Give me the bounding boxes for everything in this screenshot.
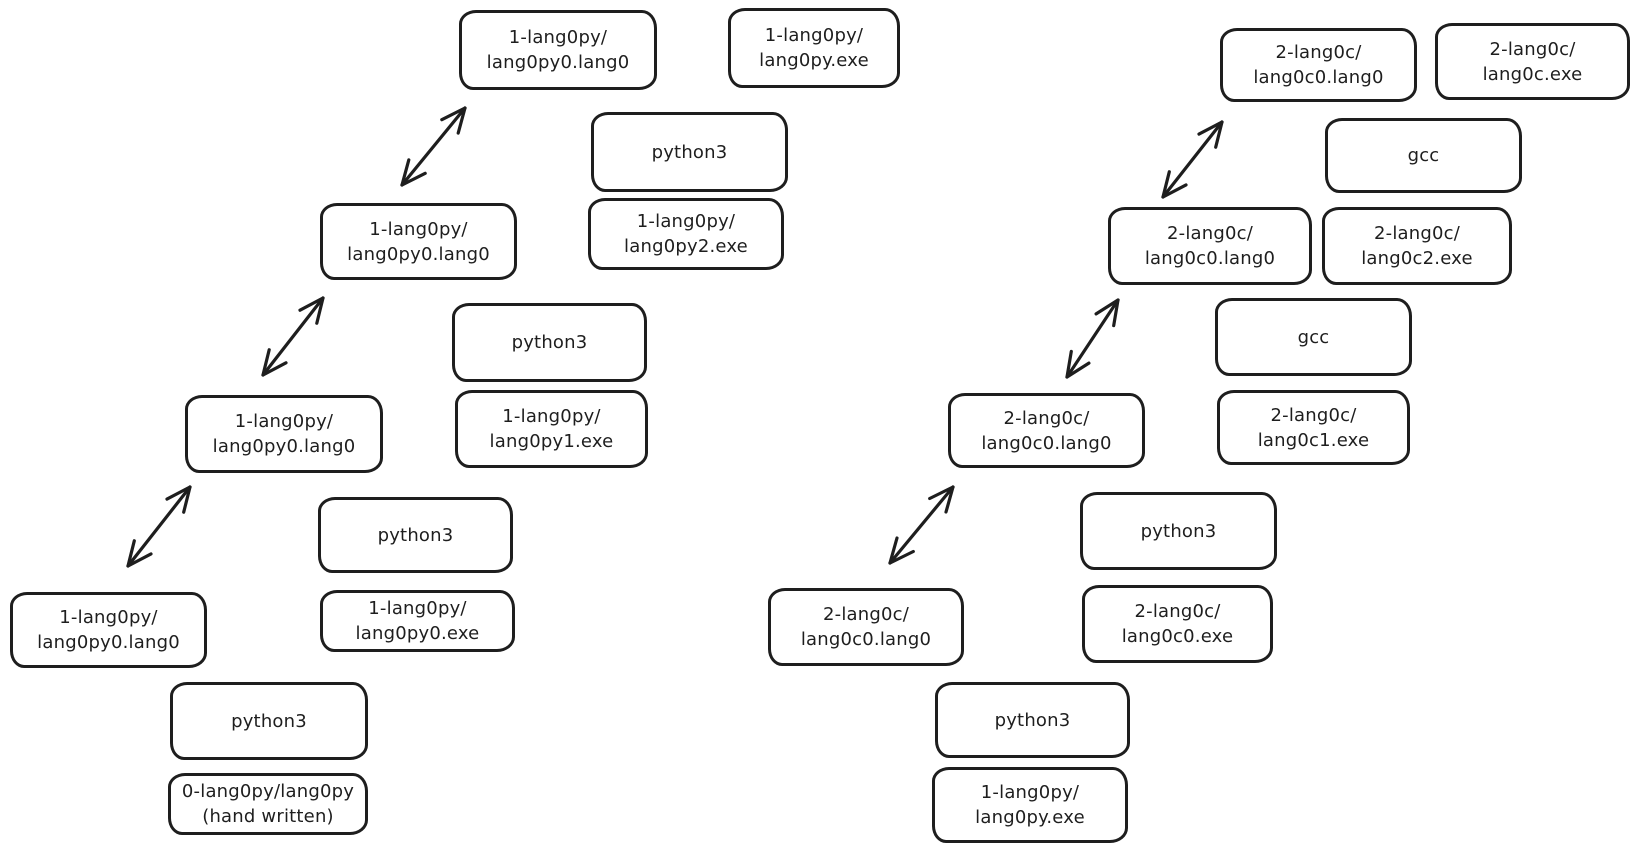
node-label-line: 2-lang0c/ <box>1373 223 1461 244</box>
node-py-exe-1: 1-lang0py/lang0py1.exe <box>455 390 648 468</box>
double-arrow-c-arrow-0-1 <box>888 485 955 565</box>
node-label-line: lang0py1.exe <box>489 431 614 452</box>
node-label-line: 0-lang0py/lang0py <box>181 781 355 802</box>
node-label-line: 2-lang0c/ <box>822 604 910 625</box>
node-label-line: 1-lang0py/ <box>368 598 467 619</box>
node-label-line: python3 <box>231 710 307 732</box>
node-c-src-step0: 2-lang0c/lang0c0.lang0 <box>768 588 964 666</box>
node-label-line: 1-lang0py/ <box>508 27 608 48</box>
node-c-src-step1: 2-lang0c/lang0c0.lang0 <box>948 393 1145 468</box>
node-py-src-step1: 1-lang0py/lang0py0.lang0 <box>185 395 383 473</box>
node-label-line: 2-lang0c/ <box>1003 407 1090 429</box>
node-py-exe-0: 1-lang0py/lang0py0.exe <box>320 590 515 652</box>
node-py-handwritten: 0-lang0py/lang0py (hand written) <box>168 773 368 835</box>
node-label-line: lang0c0.lang0 <box>800 629 932 650</box>
node-label-line: python3 <box>1140 520 1217 542</box>
node-label-line: lang0py.exe <box>759 50 869 71</box>
node-py-src-step0: 1-lang0py/lang0py0.lang0 <box>10 592 207 668</box>
node-label-line: lang0c0.lang0 <box>981 432 1112 454</box>
double-arrow-c-arrow-1-2 <box>1065 298 1120 379</box>
node-label-line: lang0py2.exe <box>624 236 748 257</box>
node-py-src-step2: 1-lang0py/lang0py0.lang0 <box>320 203 517 280</box>
node-label-line: 1-lang0py/ <box>59 607 158 628</box>
node-label-line: lang0py0.lang0 <box>486 52 630 73</box>
node-label-line: 2-lang0c/ <box>1134 601 1221 622</box>
node-label-line: 1-lang0py/ <box>369 218 468 240</box>
node-c-src-step3: 2-lang0c/lang0c0.lang0 <box>1220 28 1417 102</box>
double-arrow-py-arrow-0-1 <box>126 485 192 568</box>
node-label-line: lang0py0.lang0 <box>212 436 356 457</box>
node-label-line: 2-lang0c/ <box>1270 404 1357 426</box>
node-label-line: lang0py0.lang0 <box>37 632 180 653</box>
node-c-exe-0: 2-lang0c/lang0c0.exe <box>1082 585 1273 663</box>
node-label-line: 2-lang0c/ <box>1166 223 1254 244</box>
node-label-line: (hand written) <box>202 806 334 827</box>
node-label-line: lang0c2.exe <box>1361 248 1473 269</box>
node-c-py-exe-input: 1-lang0py/lang0py.exe <box>932 767 1128 843</box>
node-label-line: python3 <box>994 709 1071 731</box>
node-label-line: lang0c0.exe <box>1121 626 1234 647</box>
node-label-line: python3 <box>511 332 588 353</box>
node-label-line: 1-lang0py/ <box>636 211 736 232</box>
node-label-line: lang0c0.lang0 <box>1144 248 1276 269</box>
node-py-python3-step0: python3 <box>170 682 368 760</box>
double-arrow-py-arrow-2-3 <box>400 106 467 187</box>
node-py-python3-step2: python3 <box>452 303 647 382</box>
node-c-exe-final: 2-lang0c/lang0c.exe <box>1435 23 1630 100</box>
node-py-exe-final: 1-lang0py/lang0py.exe <box>728 8 900 88</box>
double-arrow-py-arrow-1-2 <box>261 296 325 377</box>
node-label-line: gcc <box>1407 145 1440 166</box>
node-py-python3-step1: python3 <box>318 497 513 573</box>
node-label-line: gcc <box>1297 326 1330 348</box>
node-py-exe-2: 1-lang0py/lang0py2.exe <box>588 198 784 270</box>
node-c-python3-step0: python3 <box>935 682 1130 758</box>
node-label-line: lang0py0.exe <box>355 623 480 644</box>
node-c-gcc-step3: gcc <box>1325 118 1522 193</box>
node-label-line: 2-lang0c/ <box>1275 42 1362 63</box>
double-arrow-c-arrow-2-3 <box>1161 120 1224 199</box>
node-label-line: lang0py.exe <box>975 807 1085 828</box>
node-label-line: 2-lang0c/ <box>1489 38 1576 60</box>
node-py-python3-step3: python3 <box>591 112 788 192</box>
node-label-line: 1-lang0py/ <box>234 411 334 432</box>
node-label-line: lang0c.exe <box>1482 63 1583 85</box>
node-label-line: lang0py0.lang0 <box>347 243 490 265</box>
node-label-line: python3 <box>377 524 454 546</box>
node-label-line: lang0c0.lang0 <box>1253 67 1384 88</box>
node-c-exe-2: 2-lang0c/lang0c2.exe <box>1322 207 1512 285</box>
node-label-line: 1-lang0py/ <box>980 782 1080 803</box>
node-c-python3-step1: python3 <box>1080 492 1277 570</box>
node-label-line: 1-lang0py/ <box>502 406 601 427</box>
node-label-line: 1-lang0py/ <box>764 25 864 46</box>
node-label-line: python3 <box>651 141 728 163</box>
node-label-line: lang0c1.exe <box>1257 429 1370 451</box>
node-c-exe-1: 2-lang0c/lang0c1.exe <box>1217 390 1410 465</box>
node-c-src-step2: 2-lang0c/lang0c0.lang0 <box>1108 207 1312 285</box>
node-py-src-step3: 1-lang0py/lang0py0.lang0 <box>459 10 657 90</box>
node-c-gcc-step2: gcc <box>1215 298 1412 376</box>
